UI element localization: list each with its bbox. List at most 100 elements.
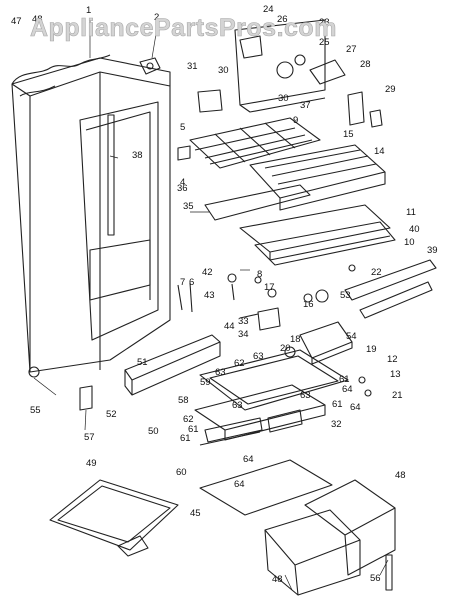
callout-20: 20 xyxy=(280,343,291,354)
freezer-shelf xyxy=(204,144,386,221)
callout-10: 10 xyxy=(404,237,415,248)
callout-37: 37 xyxy=(300,100,311,111)
callout-7: 7 xyxy=(180,277,185,288)
callout-28: 28 xyxy=(360,59,371,70)
callout-24: 24 xyxy=(263,4,274,15)
refrigerator-cabinet xyxy=(11,54,171,373)
callout-64: 64 xyxy=(350,402,361,413)
callout-11: 11 xyxy=(406,207,416,218)
callout-61: 61 xyxy=(339,374,350,385)
drip-tray xyxy=(49,479,179,557)
glass-shelf xyxy=(199,459,333,516)
callout-57: 57 xyxy=(84,432,95,443)
callout-30: 30 xyxy=(218,65,229,76)
callout-62: 62 xyxy=(234,358,245,369)
callout-43: 43 xyxy=(204,290,215,301)
top-hinge xyxy=(139,57,161,75)
callout-9: 9 xyxy=(293,115,298,126)
callout-51: 51 xyxy=(137,357,148,368)
callout-33: 33 xyxy=(238,316,249,327)
callout-2: 2 xyxy=(154,12,159,23)
watermark-text: AppliancePartsPros.com xyxy=(30,14,337,43)
front-grille xyxy=(124,334,221,396)
callout-30: 30 xyxy=(278,93,289,104)
callout-6: 6 xyxy=(189,277,194,288)
callout-16: 16 xyxy=(303,299,314,310)
callout-39: 39 xyxy=(427,245,438,256)
callout-4: 4 xyxy=(180,177,185,188)
shelf-rail-38 xyxy=(107,114,115,236)
callout-25: 25 xyxy=(319,37,330,48)
freezer-wire-shelf xyxy=(189,117,321,169)
callout-50: 50 xyxy=(148,426,159,437)
callout-34: 34 xyxy=(238,329,249,340)
crisper-cover-frame xyxy=(194,349,349,446)
callout-21: 21 xyxy=(392,390,403,401)
callout-63: 63 xyxy=(215,367,226,378)
callout-63: 63 xyxy=(300,390,311,401)
crisper-drawer-left xyxy=(264,509,361,596)
callout-12: 12 xyxy=(387,354,398,365)
callout-58: 58 xyxy=(178,395,189,406)
mullion-part xyxy=(385,554,393,591)
callout-53: 53 xyxy=(340,290,351,301)
callout-5: 5 xyxy=(180,122,185,133)
callout-64: 64 xyxy=(243,454,254,465)
callout-42: 42 xyxy=(202,267,213,278)
leader-lines xyxy=(33,18,389,591)
callout-55: 55 xyxy=(30,405,41,416)
callout-14: 14 xyxy=(374,146,385,157)
callout-63: 63 xyxy=(253,351,264,362)
callout-22: 22 xyxy=(371,267,382,278)
callout-48: 48 xyxy=(272,574,283,585)
leveling-leg-55 xyxy=(28,366,40,378)
callout-26: 26 xyxy=(277,14,288,25)
callout-36: 36 xyxy=(177,183,188,194)
callout-31: 31 xyxy=(187,61,198,72)
callout-45: 45 xyxy=(190,508,201,519)
callout-54: 54 xyxy=(346,331,357,342)
callout-48: 48 xyxy=(32,14,43,25)
callout-56: 56 xyxy=(370,573,381,584)
callout-48: 48 xyxy=(395,470,406,481)
callout-61: 61 xyxy=(332,399,343,410)
callout-1: 1 xyxy=(86,5,91,16)
callout-35: 35 xyxy=(183,201,194,212)
damper-assembly xyxy=(239,307,281,331)
callout-62: 62 xyxy=(183,414,194,425)
crisper-rail xyxy=(344,259,437,319)
callout-64: 64 xyxy=(234,479,245,490)
drain-pan xyxy=(299,321,353,365)
callout-8: 8 xyxy=(257,269,262,280)
callout-59: 59 xyxy=(200,377,211,388)
crisper-drawer-right xyxy=(304,479,396,576)
small-control-parts xyxy=(177,89,383,161)
callout-19: 19 xyxy=(366,344,377,355)
callout-60: 60 xyxy=(176,467,187,478)
callout-52: 52 xyxy=(106,409,117,420)
callout-40: 40 xyxy=(409,224,420,235)
divider-panels xyxy=(239,204,396,266)
callout-63: 63 xyxy=(232,400,243,411)
callout-29: 29 xyxy=(385,84,396,95)
callout-23: 23 xyxy=(319,17,330,28)
callout-61: 61 xyxy=(188,424,199,435)
callout-32: 32 xyxy=(331,419,342,430)
callout-13: 13 xyxy=(390,369,401,380)
callout-18: 18 xyxy=(290,334,301,345)
misc-fasteners xyxy=(28,264,372,397)
callout-61: 61 xyxy=(180,433,191,444)
callout-44: 44 xyxy=(224,321,235,332)
callout-49: 49 xyxy=(86,458,97,469)
lower-hinge xyxy=(79,385,93,411)
callout-64: 64 xyxy=(342,384,353,395)
callout-17: 17 xyxy=(264,282,275,293)
callout-38: 38 xyxy=(132,150,143,161)
callout-15: 15 xyxy=(343,129,354,140)
control-housing xyxy=(234,19,346,113)
callout-47: 47 xyxy=(11,16,22,27)
callout-27: 27 xyxy=(346,44,357,55)
